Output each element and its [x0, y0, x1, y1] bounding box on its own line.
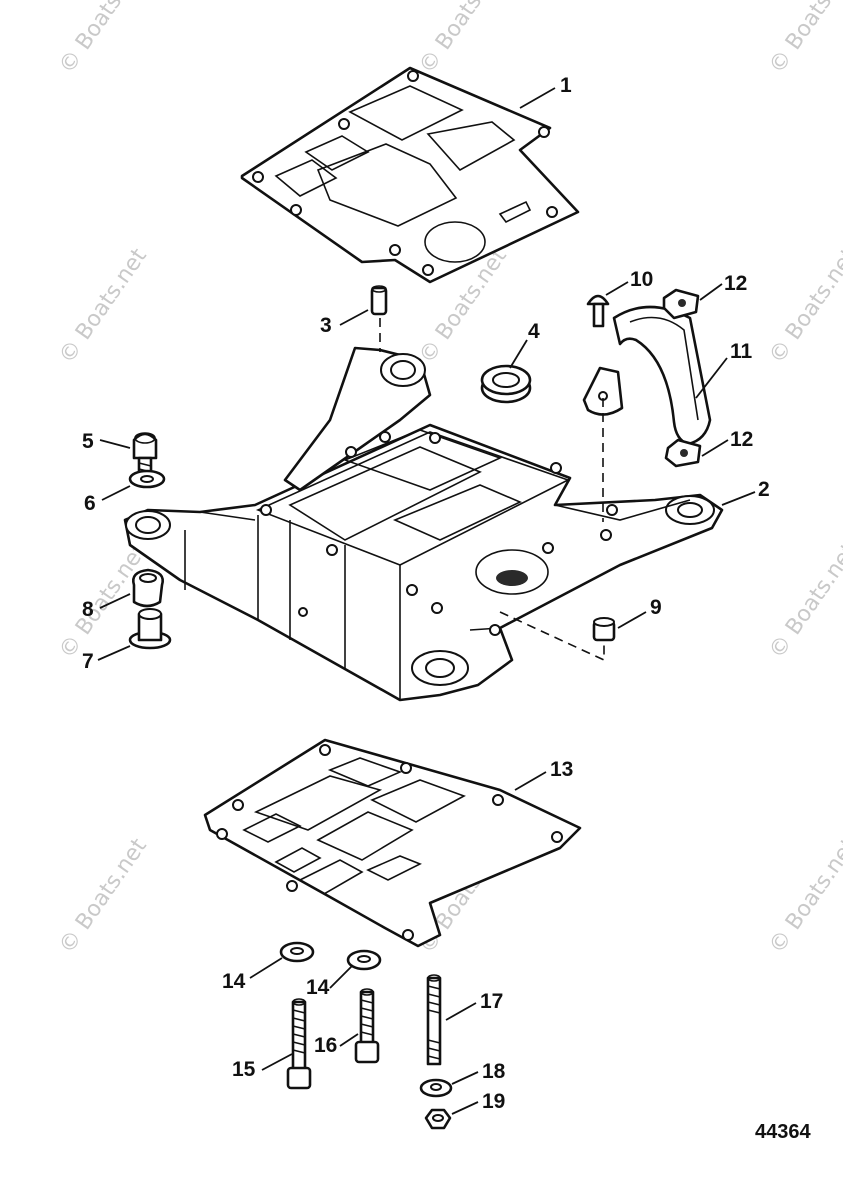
watermark: © Boats.net — [764, 0, 843, 78]
callout-12-lower: 12 — [730, 428, 753, 451]
callout-12-upper: 12 — [724, 272, 747, 295]
callout-19: 19 — [482, 1090, 505, 1113]
callout-10: 10 — [630, 268, 653, 291]
bushing — [128, 608, 172, 650]
leader-lines — [97, 87, 756, 1115]
callout-14-left: 14 — [222, 970, 246, 993]
diagram-reference-number: 44364 — [755, 1121, 811, 1143]
callout-18: 18 — [482, 1060, 506, 1083]
upper-gasket — [240, 66, 580, 284]
callout-2: 2 — [758, 478, 770, 501]
retainer-clip-lower — [664, 438, 702, 468]
callout-15: 15 — [232, 1058, 256, 1081]
callout-6: 6 — [84, 492, 96, 515]
callout-labels: 1 2 3 4 5 6 7 8 9 10 11 12 12 13 14 14 1… — [82, 74, 770, 1113]
screw — [582, 294, 624, 416]
watermark: © Boats.net — [54, 834, 152, 959]
callout-17: 17 — [480, 990, 503, 1013]
curved-clip — [612, 305, 712, 446]
callout-7: 7 — [82, 650, 94, 673]
washer — [419, 1078, 453, 1098]
callout-4: 4 — [528, 320, 540, 343]
callout-11: 11 — [730, 340, 753, 363]
dowel-pin — [370, 285, 388, 316]
callout-16: 16 — [314, 1034, 337, 1057]
rubber-mount — [132, 568, 164, 608]
stud — [426, 974, 442, 1066]
oil-seal — [480, 364, 532, 404]
washer — [346, 949, 382, 971]
callout-8: 8 — [82, 598, 94, 621]
callout-1: 1 — [560, 74, 572, 97]
callout-14-right: 14 — [306, 976, 330, 999]
alignment-line — [499, 611, 605, 662]
cap-screw — [354, 988, 380, 1064]
lower-gasket — [203, 738, 582, 948]
watermark: © Boats.net — [54, 244, 152, 369]
adapter-plate — [123, 346, 724, 702]
callout-9: 9 — [650, 596, 662, 619]
sleeve — [592, 617, 616, 642]
callout-5: 5 — [82, 430, 94, 453]
watermark: © Boats.net — [764, 539, 843, 664]
washer — [279, 941, 315, 963]
callout-13: 13 — [550, 758, 573, 781]
watermark: © Boats.net — [414, 0, 512, 78]
cap-screw — [286, 998, 312, 1090]
watermark: © Boats.net — [764, 834, 843, 959]
callout-3: 3 — [320, 314, 332, 337]
hex-nut — [424, 1108, 452, 1130]
watermark: © Boats.net — [764, 244, 843, 369]
washer — [128, 469, 166, 489]
retainer-clip-upper — [662, 288, 700, 320]
watermark: © Boats.net — [54, 0, 152, 78]
